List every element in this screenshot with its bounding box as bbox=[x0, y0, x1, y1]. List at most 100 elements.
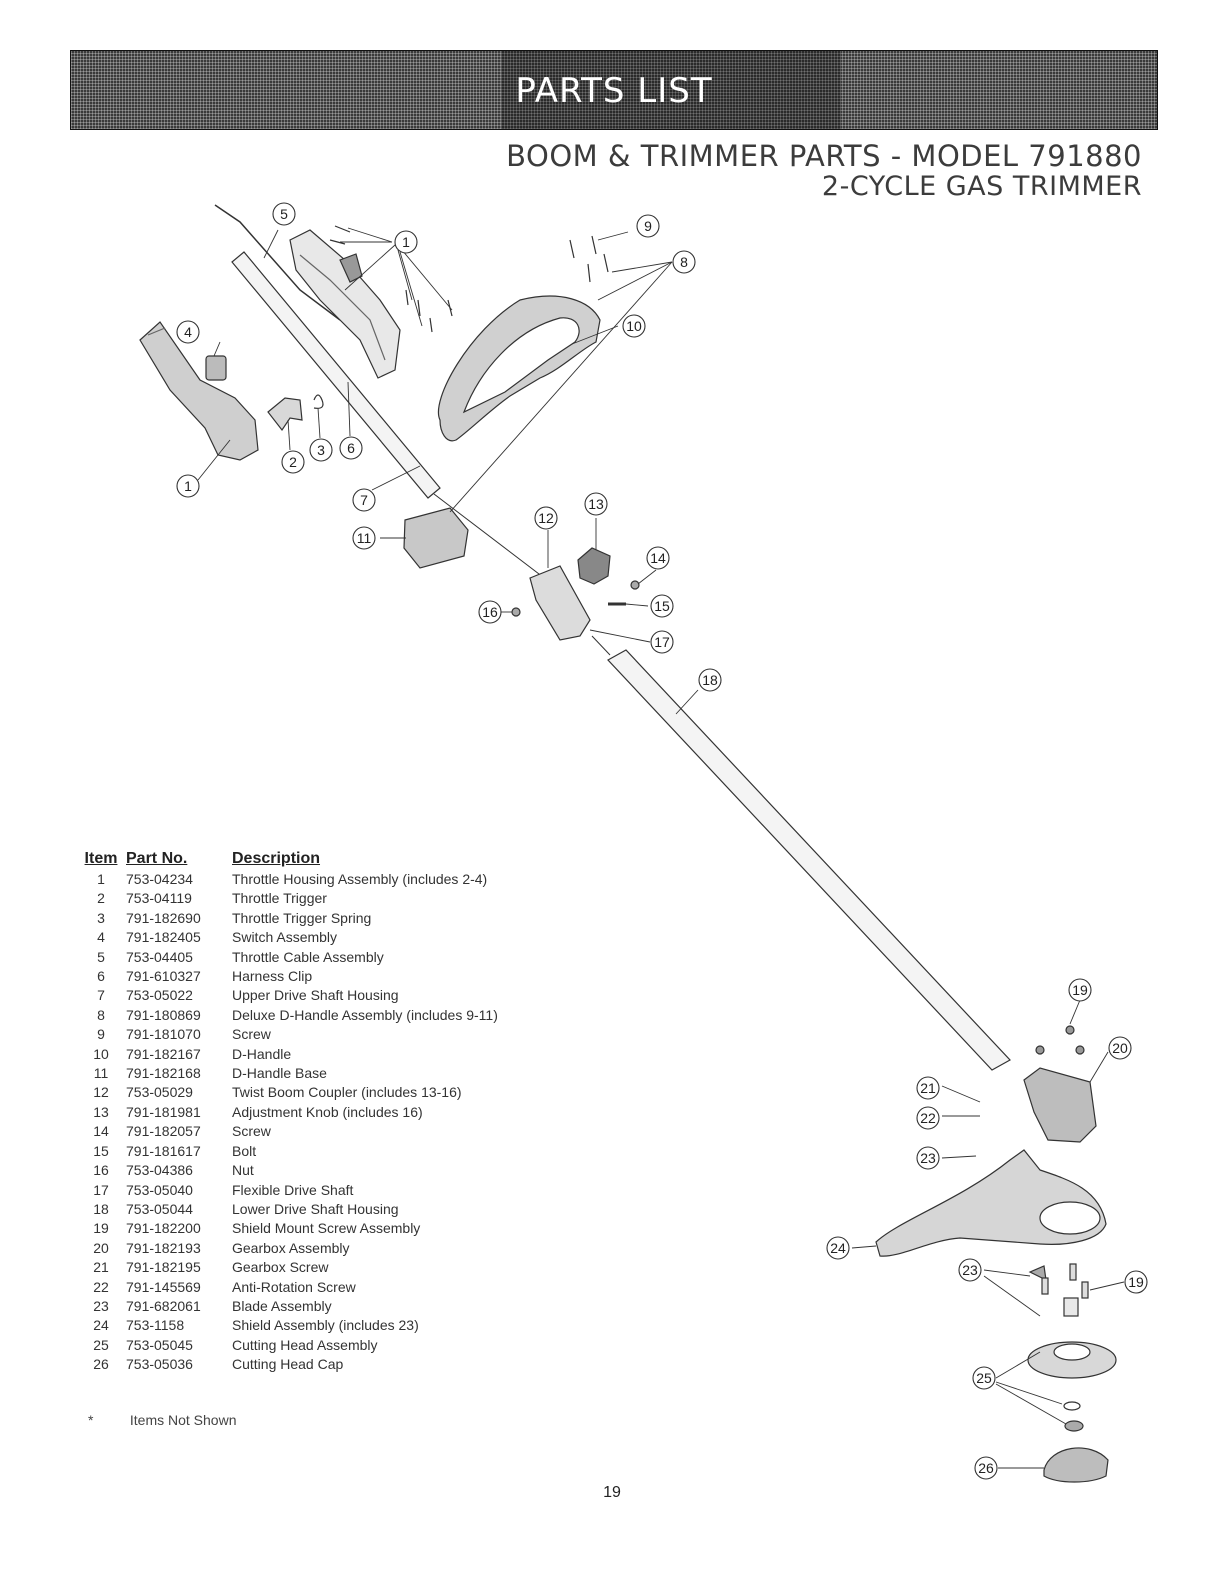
harness-clip bbox=[339, 253, 363, 283]
row-item: 14 bbox=[93, 1123, 109, 1140]
row-item: 5 bbox=[97, 948, 105, 965]
callout-1b: 1 bbox=[184, 478, 192, 494]
callout-23b: 23 bbox=[962, 1262, 978, 1278]
callout-8: 8 bbox=[680, 254, 688, 270]
callout-26: 26 bbox=[978, 1460, 994, 1476]
row-description: Cutting Head Assembly bbox=[232, 1336, 378, 1353]
row-item: 3 bbox=[97, 909, 105, 926]
callout-12: 12 bbox=[538, 510, 554, 526]
heading-line-1: BOOM & TRIMMER PARTS - MODEL 791880 bbox=[506, 139, 1142, 173]
upper-drive-shaft-housing bbox=[231, 251, 441, 499]
throttle-housing-grip bbox=[139, 321, 259, 461]
row-description: D-Handle bbox=[232, 1045, 292, 1062]
callout-20: 20 bbox=[1112, 1040, 1128, 1056]
row-item: 6 bbox=[97, 968, 105, 985]
throttle-cable bbox=[214, 204, 341, 321]
row-item: 21 bbox=[93, 1259, 109, 1276]
row-part-no: 791-181617 bbox=[126, 1142, 201, 1159]
row-item: 26 bbox=[93, 1356, 109, 1373]
row-description: Throttle Trigger bbox=[232, 890, 327, 907]
row-description: Screw bbox=[232, 1123, 271, 1140]
row-part-no: 791-610327 bbox=[126, 968, 201, 985]
row-part-no: 753-05040 bbox=[126, 1181, 193, 1198]
row-description: Anti-Rotation Screw bbox=[232, 1278, 356, 1295]
row-part-no: 753-05045 bbox=[126, 1336, 193, 1353]
twist-boom-coupler bbox=[529, 565, 591, 641]
row-part-no: 753-1158 bbox=[126, 1317, 185, 1334]
callout-7: 7 bbox=[360, 492, 368, 508]
callout-19a: 19 bbox=[1072, 982, 1088, 998]
row-description: Gearbox Screw bbox=[232, 1259, 329, 1276]
callout-16: 16 bbox=[482, 604, 498, 620]
callout-14: 14 bbox=[650, 550, 666, 566]
row-part-no: 791-182690 bbox=[126, 909, 201, 926]
throttle-trigger bbox=[267, 397, 303, 432]
callout-1a: 1 bbox=[402, 234, 410, 250]
adjustment-knob bbox=[577, 547, 611, 585]
callout-10: 10 bbox=[626, 318, 642, 334]
row-description: Upper Drive Shaft Housing bbox=[232, 987, 399, 1004]
table-row: 5 753-04405 Throttle Cable Assembly bbox=[76, 948, 562, 967]
callout-13: 13 bbox=[588, 496, 604, 512]
callout-19b: 19 bbox=[1128, 1274, 1144, 1290]
callout-15: 15 bbox=[654, 598, 670, 614]
blade-and-screws bbox=[1028, 1263, 1089, 1317]
row-part-no: 753-05036 bbox=[126, 1356, 193, 1373]
row-part-no: 791-182168 bbox=[126, 1065, 201, 1082]
row-item: 13 bbox=[93, 1103, 109, 1120]
row-description: Lower Drive Shaft Housing bbox=[232, 1200, 399, 1217]
row-item: 16 bbox=[93, 1162, 109, 1179]
row-part-no: 791-181981 bbox=[126, 1103, 201, 1120]
footnote: * Items Not Shown bbox=[88, 1412, 237, 1428]
row-part-no: 791-182200 bbox=[126, 1220, 201, 1237]
row-description: Deluxe D-Handle Assembly (includes 9-11) bbox=[232, 1006, 498, 1023]
row-item: 2 bbox=[97, 890, 105, 907]
d-handle-screws bbox=[569, 235, 609, 283]
throttle-housing-upper bbox=[289, 229, 401, 379]
row-description: Gearbox Assembly bbox=[232, 1239, 350, 1256]
heading-line-2: 2-CYCLE GAS TRIMMER bbox=[821, 171, 1142, 202]
parts-list-banner: PARTS LIST bbox=[70, 50, 1158, 130]
page-heading: BOOM & TRIMMER PARTS - MODEL 791880 2-CY… bbox=[506, 140, 1142, 202]
row-description: Throttle Cable Assembly bbox=[232, 948, 384, 965]
row-part-no: 753-04386 bbox=[126, 1162, 193, 1179]
callout-18: 18 bbox=[702, 672, 718, 688]
header-description: Description bbox=[232, 850, 321, 867]
row-description: Bolt bbox=[232, 1142, 257, 1159]
row-part-no: 753-04405 bbox=[126, 948, 193, 965]
row-part-no: 753-05044 bbox=[126, 1200, 193, 1217]
row-part-no: 791-182057 bbox=[126, 1123, 201, 1140]
header-part-no: Part No. bbox=[126, 850, 188, 867]
row-part-no: 791-682061 bbox=[126, 1297, 201, 1314]
parts-table-header: Item Part No. Description bbox=[76, 850, 562, 868]
callout-5: 5 bbox=[280, 206, 288, 222]
row-part-no: 791-182193 bbox=[126, 1239, 201, 1256]
row-description: D-Handle Base bbox=[232, 1065, 327, 1082]
trigger-spring bbox=[313, 394, 324, 409]
row-part-no: 753-04234 bbox=[126, 871, 193, 887]
header-item: Item bbox=[84, 850, 118, 867]
callout-4: 4 bbox=[184, 324, 192, 340]
row-part-no: 791-182195 bbox=[126, 1259, 201, 1276]
row-item: 23 bbox=[93, 1297, 109, 1314]
row-description: Flexible Drive Shaft bbox=[232, 1181, 354, 1198]
row-part-no: 753-05029 bbox=[126, 1084, 193, 1101]
callout-17: 17 bbox=[654, 634, 670, 650]
